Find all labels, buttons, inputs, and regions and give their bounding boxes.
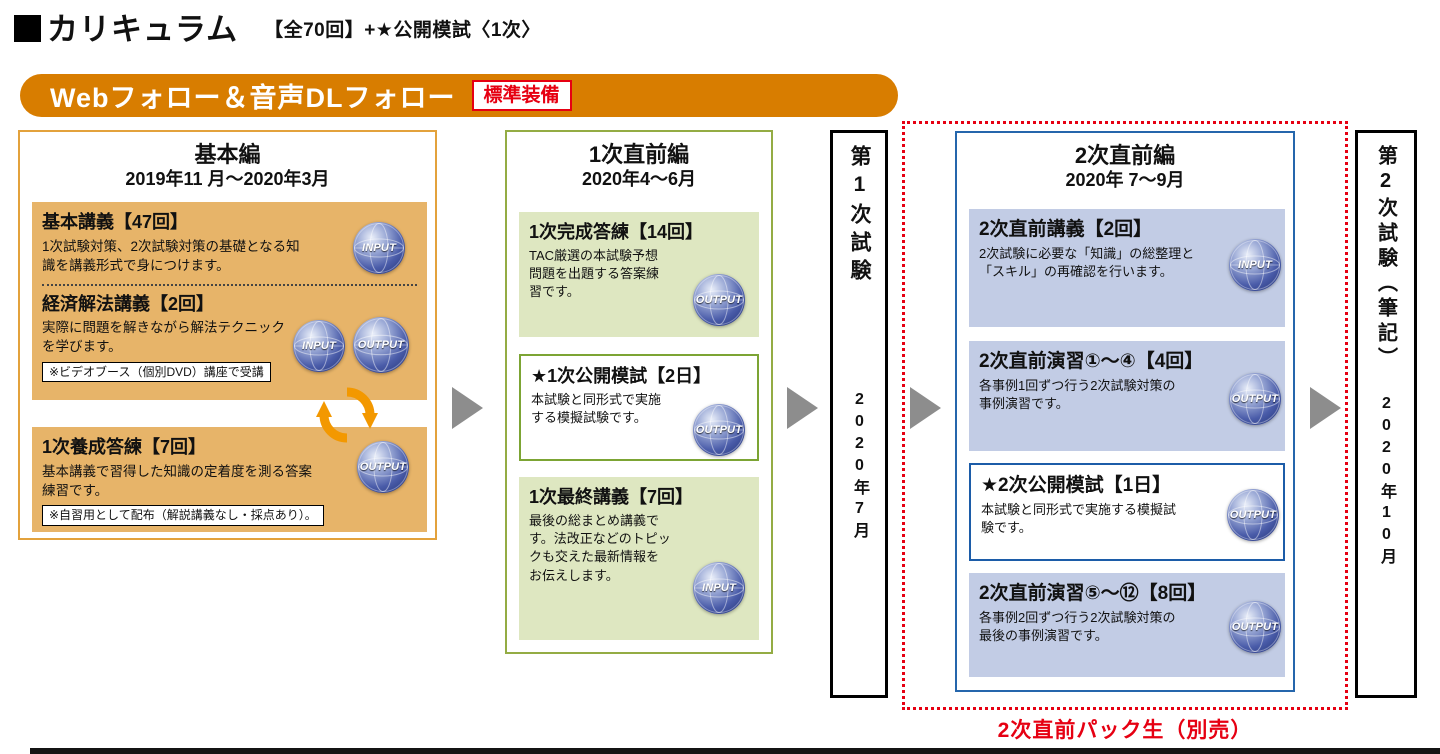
course-desc: 各事例1回ずつ行う2次試験対策の事例演習です。 — [979, 377, 1176, 412]
course-desc: 最後の総まとめ講義です。法改正などのトピックも交えた最新情報をお伝えします。 — [529, 512, 671, 583]
first-pre-period: 2020年4～6月 — [581, 168, 697, 189]
second-pre-title: 2次直前編 — [1074, 143, 1176, 168]
course-title: ★1次公開模試【2日】 — [531, 366, 712, 386]
basic-title: 基本編 — [194, 142, 261, 167]
first-pre-title: 1次直前編 — [588, 142, 690, 167]
course-title: 2次直前講義【2回】 — [979, 219, 1153, 240]
dotted-divider — [42, 283, 417, 286]
input-icon: INPUT — [353, 222, 405, 274]
first-exam-box: 第1次試験 2020年7月 — [830, 130, 888, 698]
yousei-touren-block: 1次養成答練【7回】 基本講義で習得した知識の定着度を測る答案練習です。 ※自習… — [32, 427, 427, 532]
cycle-arrows-icon — [316, 387, 378, 443]
first-exam-title: 第1次試験 — [848, 145, 871, 287]
bottom-rule — [30, 748, 1440, 754]
output-icon: OUTPUT — [693, 274, 745, 326]
section-marker — [14, 15, 41, 42]
flow-arrow — [452, 387, 483, 429]
course-desc: 各事例2回ずつ行う2次試験対策の最後の事例演習です。 — [979, 609, 1176, 644]
output-icon: OUTPUT — [357, 441, 409, 493]
second-lecture-block: 2次直前講義【2回】 2次試験に必要な「知識」の総整理と「スキル」の再確認を行い… — [969, 209, 1285, 327]
course-note: ※ビデオブース（個別DVD）講座で受講 — [42, 361, 271, 383]
course-title: 経済解法講義【2回】 — [42, 293, 215, 314]
second-exam-suffix: （筆記） — [1374, 272, 1397, 372]
input-icon: INPUT — [293, 320, 345, 372]
course-title: 1次最終講義【7回】 — [529, 487, 694, 507]
page-subtitle: 【全70回】+★公開模試〈1次〉 — [264, 20, 541, 41]
pack-label: 2次直前パック生（別売） — [997, 719, 1253, 742]
first-pre-exam-box: 1次直前編 2020年4～6月 1次完成答練【14回】 TAC厳選の本試験予想問… — [505, 130, 773, 654]
course-desc: 本試験と同形式で実施する模擬試験です。 — [531, 391, 662, 425]
output-icon: OUTPUT — [693, 404, 745, 456]
flow-arrow — [1310, 387, 1341, 429]
second-exam-box: 第2次試験（筆記） 2020年10月 — [1355, 130, 1417, 698]
output-icon: OUTPUT — [353, 317, 409, 373]
course-desc: 1次試験対策、2次試験対策の基礎となる知識を講義形式で身につけます。 — [42, 238, 300, 273]
course-title: 2次直前演習⑤～⑫【8回】 — [979, 583, 1207, 604]
flow-arrow — [910, 387, 941, 429]
final-lecture-block: 1次最終講義【7回】 最後の総まとめ講義です。法改正などのトピックも交えた最新情… — [519, 477, 759, 640]
page-title: カリキュラム — [47, 12, 239, 47]
output-icon: OUTPUT — [1229, 373, 1281, 425]
input-icon: INPUT — [1229, 239, 1281, 291]
banner-title: Webフォロー＆音声DLフォロー — [50, 83, 456, 113]
course-title: 基本講義【47回】 — [42, 212, 189, 232]
course-title: ★2次公開模試【1日】 — [981, 475, 1172, 496]
second-drill-5-12-block: 2次直前演習⑤～⑫【8回】 各事例2回ずつ行う2次試験対策の最後の事例演習です。… — [969, 573, 1285, 677]
course-note: ※自習用として配布（解説講義なし・採点あり）。 — [42, 504, 324, 526]
course-desc: 実際に問題を解きながら解法テクニックを学びます。 — [42, 320, 285, 355]
web-follow-banner: Webフォロー＆音声DLフォロー 標準装備 — [20, 74, 898, 117]
flow-arrow — [787, 387, 818, 429]
course-desc: 基本講義で習得した知識の定着度を測る答案練習です。 — [42, 463, 312, 498]
course-desc: 2次試験に必要な「知識」の総整理と「スキル」の再確認を行います。 — [979, 245, 1195, 280]
second-mock-exam-block: ★2次公開模試【1日】 本試験と同形式で実施する模擬試験です。 OUTPUT — [969, 463, 1285, 561]
course-desc: TAC厳選の本試験予想問題を出題する答案練習です。 — [529, 247, 660, 300]
course-title: 1次養成答練【7回】 — [42, 437, 207, 457]
pack-dotted-frame — [902, 121, 1348, 710]
course-desc: 本試験と同形式で実施する模擬試験です。 — [981, 501, 1177, 536]
course-title: 2次直前演習①～④【4回】 — [979, 351, 1204, 372]
second-pre-exam-box: 2次直前編 2020年 7～9月 2次直前講義【2回】 2次試験に必要な「知識」… — [955, 131, 1295, 692]
output-icon: OUTPUT — [1229, 601, 1281, 653]
basic-period: 2019年11 月～2020年3月 — [125, 168, 330, 189]
standard-equipment-badge: 標準装備 — [471, 79, 572, 112]
basic-edition-box: 基本編 2019年11 月～2020年3月 基本講義【47回】 1次試験対策、2… — [18, 130, 437, 540]
second-drill-1-4-block: 2次直前演習①～④【4回】 各事例1回ずつ行う2次試験対策の事例演習です。 OU… — [969, 341, 1285, 451]
kansei-touren-block: 1次完成答練【14回】 TAC厳選の本試験予想問題を出題する答案練習です。 OU… — [519, 212, 759, 337]
course-title: 1次完成答練【14回】 — [529, 222, 704, 242]
basic-lecture-block: 基本講義【47回】 1次試験対策、2次試験対策の基礎となる知識を講義形式で身につ… — [32, 202, 427, 400]
second-pre-period: 2020年 7～9月 — [1065, 169, 1185, 190]
second-exam-title: 第2次試験（筆記） — [1374, 145, 1397, 372]
input-icon: INPUT — [693, 562, 745, 614]
first-exam-date: 2020年7月 — [851, 391, 868, 543]
page-header: カリキュラム 【全70回】+★公開模試〈1次〉 — [14, 14, 541, 45]
first-mock-exam-block: ★1次公開模試【2日】 本試験と同形式で実施する模擬試験です。 OUTPUT — [519, 354, 759, 461]
output-icon: OUTPUT — [1227, 489, 1279, 541]
second-exam-date: 2020年10月 — [1378, 395, 1395, 569]
